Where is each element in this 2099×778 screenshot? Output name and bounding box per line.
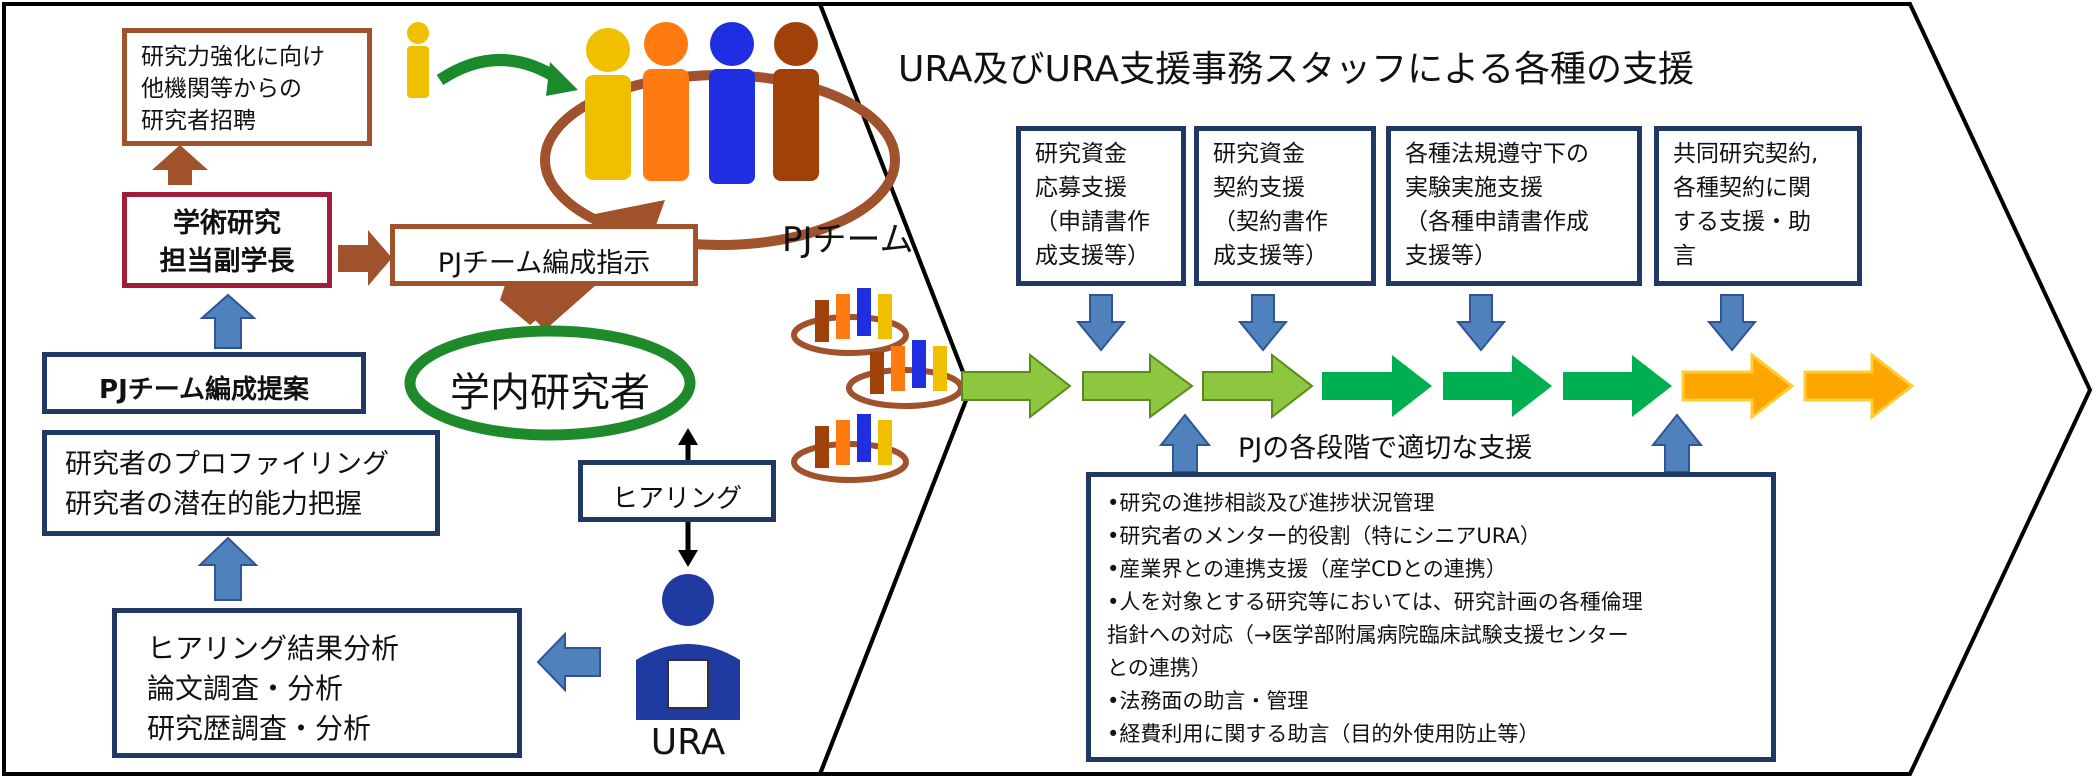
hearing-box: ヒアリング <box>578 460 776 522</box>
pj-team-label: PJチーム <box>782 220 914 260</box>
profiling-text: 研究者のプロファイリング 研究者の潜在的能力把握 <box>65 449 389 520</box>
arrow-instruction-to-researchers <box>500 285 560 325</box>
arrow-vp-to-instruction <box>338 230 392 286</box>
ura-label: URA <box>650 722 726 763</box>
pj-proposal-text: PJチーム編成提案 <box>99 375 309 405</box>
general-support-item: •研究者のメンター的役割（特にシニアURA） <box>1107 524 1541 548</box>
hearing-text: ヒアリング <box>611 484 742 514</box>
pj-team-people-icon <box>585 22 819 184</box>
support-box-compliance: 各種法規遵守下の 実験実施支援 （各種申請書作成 支援等） <box>1386 126 1642 286</box>
support-box-joint-research: 共同研究契約, 各種契約に関 する支援・助 言 <box>1654 126 1862 286</box>
recruit-box-text: 研究力強化に向け 他機関等からの 研究者招聘 <box>141 44 325 134</box>
arrow-up-profiling <box>197 536 259 601</box>
profiling-box: 研究者のプロファイリング 研究者の潜在的能力把握 <box>42 430 440 536</box>
support-box-funding-application: 研究資金 応募支援 （申請書作 成支援等） <box>1016 126 1186 286</box>
support-box-text: 研究資金 応募支援 （申請書作 成支援等） <box>1035 141 1150 269</box>
general-support-item: との連携） <box>1107 656 1212 680</box>
analysis-box: ヒアリング結果分析 論文調査・分析 研究歴調査・分析 <box>112 608 522 758</box>
recruit-box: 研究力強化に向け 他機関等からの 研究者招聘 <box>122 28 372 146</box>
general-support-item: •産業界との連携支援（産学CDとの連携） <box>1107 557 1507 581</box>
in-house-researchers-label: 学内研究者 <box>450 370 650 416</box>
general-support-box: •研究の進捗相談及び進捗状況管理 •研究者のメンター的役割（特にシニアURA） … <box>1086 472 1776 762</box>
support-box-funding-contract: 研究資金 契約支援 （契約書作 成支援等） <box>1194 126 1376 286</box>
general-support-item: •人を対象とする研究等においては、研究計画の各種倫理 <box>1107 590 1643 614</box>
general-support-list: •研究の進捗相談及び進捗状況管理 •研究者のメンター的役割（特にシニアURA） … <box>1107 487 1643 751</box>
support-box-text: 共同研究契約, 各種契約に関 する支援・助 言 <box>1673 141 1819 269</box>
arrow-ura-to-analysis <box>536 631 601 693</box>
vice-president-box: 学術研究 担当副学長 <box>122 192 332 288</box>
arrow-up-proposal <box>199 293 257 349</box>
support-up-arrows <box>1158 413 1704 473</box>
general-support-item: •経費利用に関する助言（目的外使用防止等） <box>1107 722 1540 746</box>
pj-instruction-box: PJチーム編成指示 <box>390 224 698 286</box>
ura-person-icon <box>636 574 740 720</box>
analysis-text: ヒアリング結果分析 論文調査・分析 研究歴調査・分析 <box>147 632 400 745</box>
support-box-text: 研究資金 契約支援 （契約書作 成支援等） <box>1213 141 1328 269</box>
general-support-item: •法務面の助言・管理 <box>1107 689 1309 713</box>
support-title: URA及びURA支援事務スタッフによる各種の支援 <box>898 49 1694 90</box>
arrow-up-to-recruit <box>152 145 208 185</box>
recruit-arrow <box>436 54 564 86</box>
general-support-item: 指針への対応（→医学部附属病院臨床試験支援センター <box>1107 623 1629 647</box>
recruit-person-icon <box>407 22 429 98</box>
vice-president-text: 学術研究 担当副学長 <box>159 208 295 277</box>
general-support-item: •研究の進捗相談及び進捗状況管理 <box>1107 491 1435 515</box>
support-down-arrows <box>1075 294 1758 352</box>
pj-proposal-box: PJチーム編成提案 <box>42 352 366 414</box>
stage-arrows <box>961 351 1915 421</box>
mini-team-groups-icon <box>791 288 964 483</box>
researchers-ellipse <box>404 325 696 441</box>
stage-caption: PJの各段階で適切な支援 <box>1238 433 1533 464</box>
support-box-text: 各種法規遵守下の 実験実施支援 （各種申請書作成 支援等） <box>1405 141 1589 269</box>
pj-instruction-text: PJチーム編成指示 <box>437 248 651 279</box>
